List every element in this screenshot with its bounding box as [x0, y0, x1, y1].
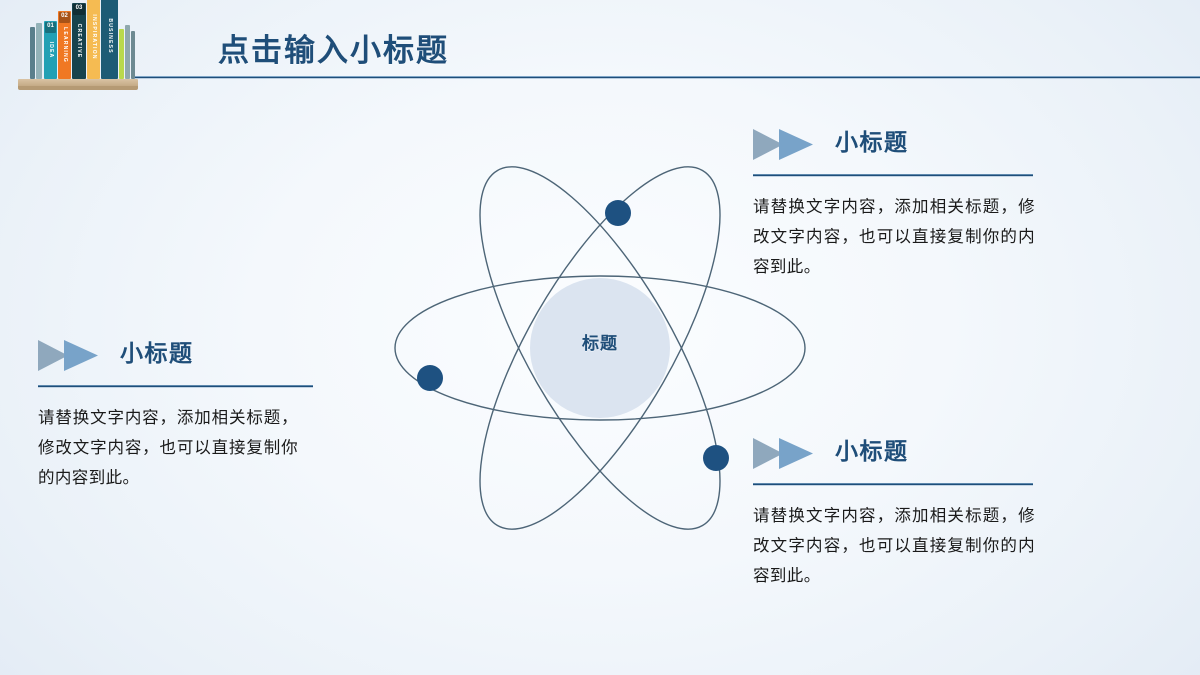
book-number-box: [45, 22, 56, 33]
electron-group: [417, 200, 729, 471]
atom-diagram: 标题: [385, 148, 815, 548]
block-divider-bottom-right: [753, 483, 1033, 486]
block-body-top-right: 请替换文字内容，添加相关标题，修改文字内容，也可以直接复制你的内容到此。: [753, 198, 1035, 276]
content-block-top-right: 小标题 请替换文字内容，添加相关标题，修改文字内容，也可以直接复制你的内容到此。: [753, 124, 1035, 282]
book-label: INSPIRATION: [90, 14, 97, 60]
block-title-left: 小标题: [120, 340, 194, 366]
book-label: BUSINESS: [106, 18, 113, 54]
book-spine: [125, 25, 130, 79]
book-spine: [131, 31, 135, 79]
orbit-horizontal: [394, 275, 806, 421]
block-body-bottom-right: 请替换文字内容，添加相关标题，修改文字内容，也可以直接复制你的内容到此。: [753, 507, 1035, 585]
shelf-board: [18, 79, 138, 87]
double-arrow-icon: [753, 437, 825, 470]
book-number-box: [73, 4, 85, 15]
book-number: 03: [75, 5, 83, 11]
book-spine: [30, 27, 35, 79]
book-spine: [36, 23, 42, 79]
block-body-left: 请替换文字内容，添加相关标题，修改文字内容，也可以直接复制你的内容到此。: [38, 409, 298, 487]
book-number: 01: [47, 23, 54, 29]
double-arrow-icon: [753, 128, 825, 161]
book-label: IDEA: [47, 41, 54, 59]
orbit-left-tilt: [479, 166, 721, 530]
atom-core-circle: [530, 278, 670, 418]
header-divider-rule: [135, 76, 1200, 79]
page-title: 点击输入小标题: [218, 33, 449, 68]
electron-bottom-right: [703, 445, 729, 471]
book-spine: [119, 29, 124, 79]
book-label: CREATIVE: [76, 23, 82, 59]
orbit-group: [394, 166, 806, 530]
atom-svg: [394, 166, 806, 530]
block-title-bottom-right: 小标题: [835, 438, 909, 464]
content-block-bottom-right: 小标题 请替换文字内容，添加相关标题，修改文字内容，也可以直接复制你的内容到此。: [753, 433, 1035, 591]
block-heading-bottom-right: 小标题: [753, 433, 1035, 475]
electron-left: [417, 365, 443, 391]
book-spine: INSPIRATION: [87, 0, 100, 79]
content-block-left: 小标题 请替换文字内容，添加相关标题，修改文字内容，也可以直接复制你的内容到此。: [38, 335, 315, 493]
book-label: LEARNING: [61, 27, 68, 63]
block-heading-top-right: 小标题: [753, 124, 1035, 166]
block-heading-left: 小标题: [38, 335, 315, 377]
block-title-top-right: 小标题: [835, 129, 909, 155]
book-number: 02: [61, 13, 68, 19]
orbit-right-tilt: [479, 166, 721, 530]
block-divider-left: [38, 385, 313, 388]
book-spine: BUSINESS: [101, 0, 118, 79]
shelf-board-edge: [18, 86, 138, 90]
block-divider-top-right: [753, 174, 1033, 177]
electron-top-right: [605, 200, 631, 226]
atom-core-label: 标题: [582, 334, 618, 353]
book-number-box: [59, 12, 70, 23]
double-arrow-icon: [38, 339, 110, 372]
